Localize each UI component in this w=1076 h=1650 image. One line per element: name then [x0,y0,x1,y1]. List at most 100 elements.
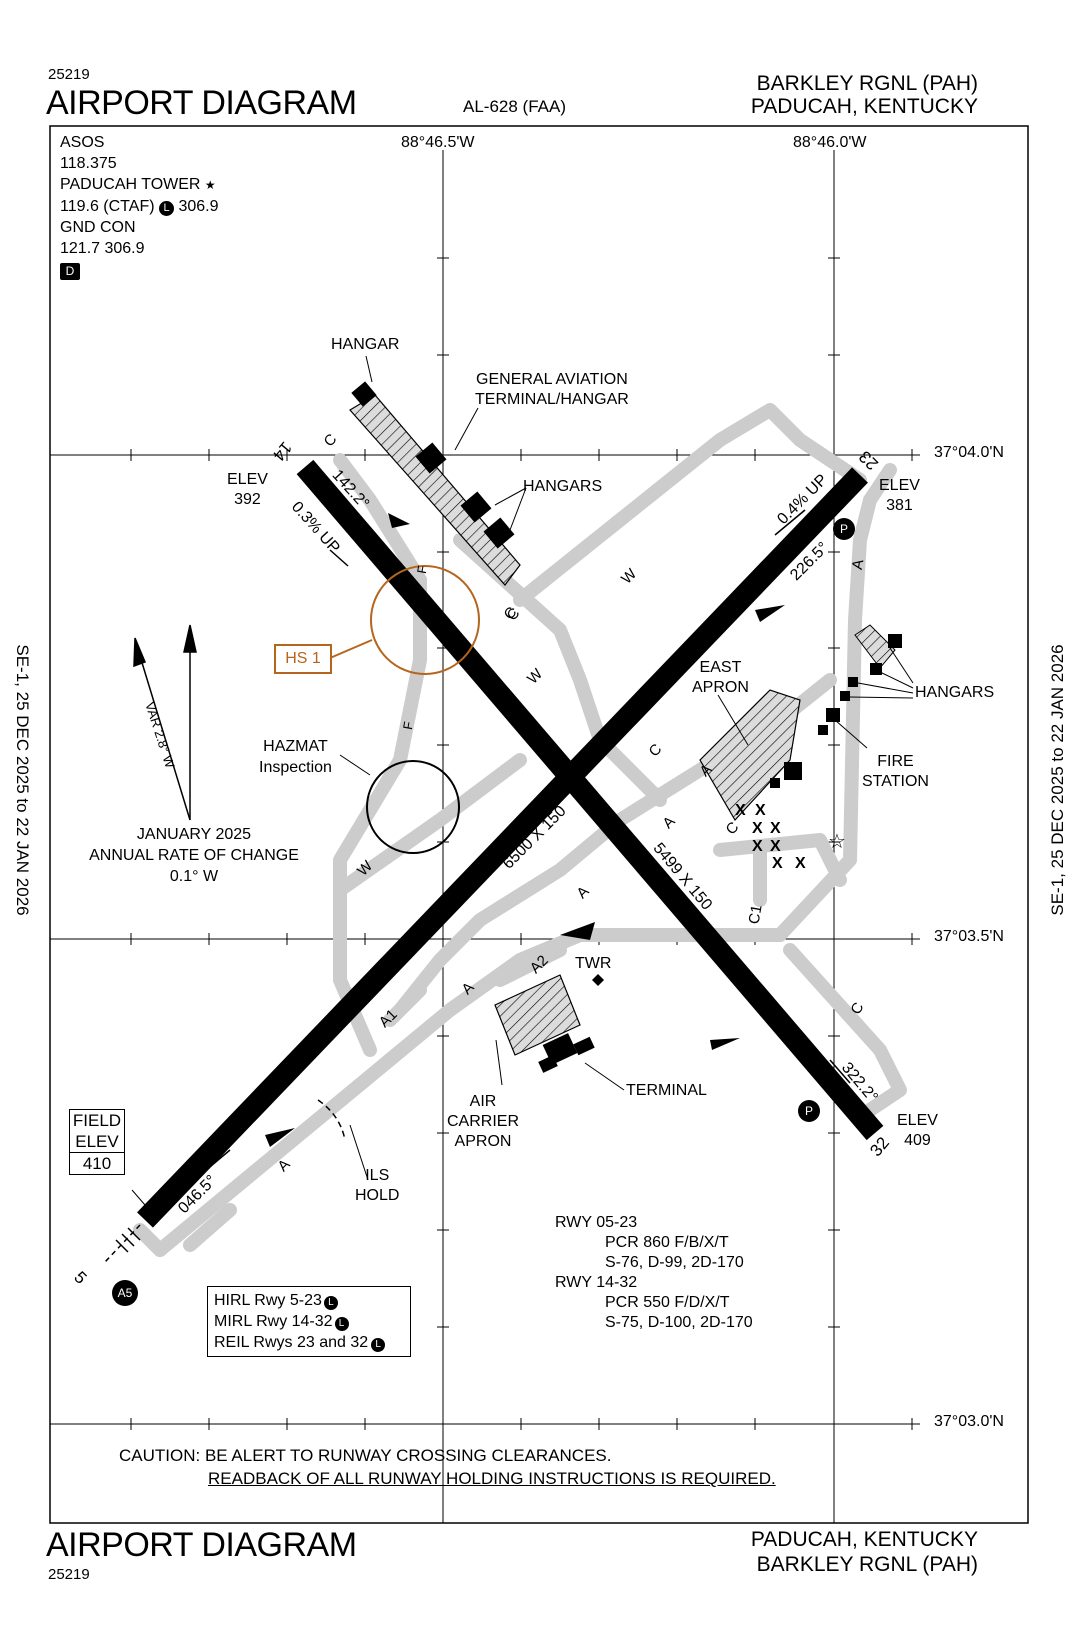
hangar-building-2 [460,491,492,523]
tower-label-twr: TWR [575,955,612,972]
windcones [265,513,785,1147]
field-elev-box: FIELD ELEV 410 [69,1109,125,1175]
windcone-icon-3 [710,1038,740,1050]
caution-line-2: READBACK OF ALL RUNWAY HOLDING INSTRUCTI… [208,1469,776,1488]
chart-id: AL-628 (FAA) [463,97,566,116]
parking-badge-1: P [833,518,855,540]
windcone-icon-2 [755,605,785,622]
hangar-e1 [888,634,902,648]
leader-lines [131,355,914,1206]
hangar-building [351,381,377,407]
tower-label: PADUCAH TOWER ★ [60,176,216,193]
windcone-icon-4 [265,1128,295,1147]
rwy-arrows [179,509,851,1193]
lon-label-1: 88°46.5'W [401,134,475,151]
lon-label-2: 88°46.0'W [793,134,867,151]
tower-star-icon: ★ [204,178,216,192]
svg-text:X: X [795,855,806,872]
ils-hold-line [317,1099,346,1141]
ils-hold-label: ILS HOLD [355,1167,400,1204]
chart-number-top: 25219 [48,66,90,83]
twy-label-C1b: C1 [745,903,766,926]
taxiway-W-west [333,753,527,897]
hangars-east-label: HANGARS [915,684,995,701]
hazmat-label: HAZMAT Inspection [259,738,332,776]
svg-text:X: X [752,820,763,837]
city-top: PADUCAH, KENTUCKY [750,95,978,118]
taxiway-A-path [153,928,787,1257]
hangar-label: HANGAR [331,336,400,353]
air-carrier-apron [494,974,581,1056]
gnd-label: GND CON [60,219,136,236]
annual-rate-label: JANUARY 2025 ANNUAL RATE OF CHANGE 0.1° … [89,826,299,885]
hangar-e5 [818,725,828,735]
airport-name-bottom: BARKLEY RGNL (PAH) [756,1553,978,1576]
caution-line-1: CAUTION: BE ALERT TO RUNWAY CROSSING CLE… [119,1446,612,1465]
tower-freq: 119.6 (CTAF) L 306.9 [60,198,219,216]
hangars-north-label: HANGARS [523,478,603,495]
diverse-departure-badge: D [60,263,80,280]
title-top: AIRPORT DIAGRAM [46,84,357,122]
svg-text:X: X [770,838,781,855]
elev-23-label: ELEV 381 [879,477,920,514]
north-arrows [133,624,197,821]
elev-32-label: ELEV 409 [897,1112,938,1149]
chart-number-bottom: 25219 [48,1566,90,1583]
taxiway-A-east [773,493,877,942]
elev-14-label: ELEV 392 [227,471,268,508]
east-hangar-apron [854,624,896,669]
ga-terminal-label: GENERAL AVIATION TERMINAL/HANGAR [475,371,629,408]
twy-A5-badge: A5 [112,1280,138,1306]
taxiway-W-north [513,403,867,607]
hot-spot-badge: HS 1 [274,644,332,674]
chart-frame [49,125,1029,1524]
fire-station-building [826,708,840,722]
air-carrier-apron-label: AIR CARRIER APRON [447,1093,520,1150]
hangar-building-3 [483,517,515,549]
hangar-e2 [870,663,882,675]
gnd-freq: 121.7 306.9 [60,240,145,257]
title-bottom: AIRPORT DIAGRAM [46,1526,357,1564]
svg-text:X: X [735,802,746,819]
svg-text:X: X [772,855,783,872]
hangar-e4 [840,691,850,701]
svg-text:X: X [755,802,766,819]
hangar-e3 [848,677,858,687]
pcr-block: RWY 05-23 PCR 860 F/B/X/T S-76, D-99, 2D… [555,1214,753,1331]
taxiway-A1 [383,983,427,1027]
magnetic-north-arrow-icon [133,637,146,668]
tower-icon [592,974,604,986]
ga-terminal-building [415,442,447,474]
lcl-badge-icon: L [159,201,174,216]
lcl-badge-icon: L [323,1296,338,1310]
lat-label-3: 37°03.0'N [934,1413,1004,1430]
east-apron-label: EAST APRON [692,659,749,696]
east-apron-building-2 [770,778,780,788]
taxiway-C-path [393,713,787,1017]
east-apron-building [784,762,802,780]
hot-spot-leader [329,639,373,659]
svg-text:X: X [770,820,781,837]
asos-freq: 118.375 [60,155,117,172]
runway-05-23 [137,467,868,1228]
lcl-badge-icon: L [334,1317,349,1331]
fire-station-label: FIRE STATION [862,753,929,790]
taxiway-F-path [333,573,427,1057]
terminal-label: TERMINAL [626,1082,707,1099]
true-north-arrow-icon [183,624,197,653]
beacon-icon [560,922,595,940]
hot-spot-circle [370,565,480,675]
airport-name-top: BARKLEY RGNL (PAH) [756,72,978,95]
frequency-block: ASOS 118.375 PADUCAH TOWER ★ 119.6 (CTAF… [60,132,219,281]
asos-label: ASOS [60,134,105,151]
parking-badge-2: P [798,1100,820,1122]
hazmat-circle [366,760,460,854]
approach-lights-rwy5 [104,1224,141,1263]
svg-text:X: X [752,838,763,855]
